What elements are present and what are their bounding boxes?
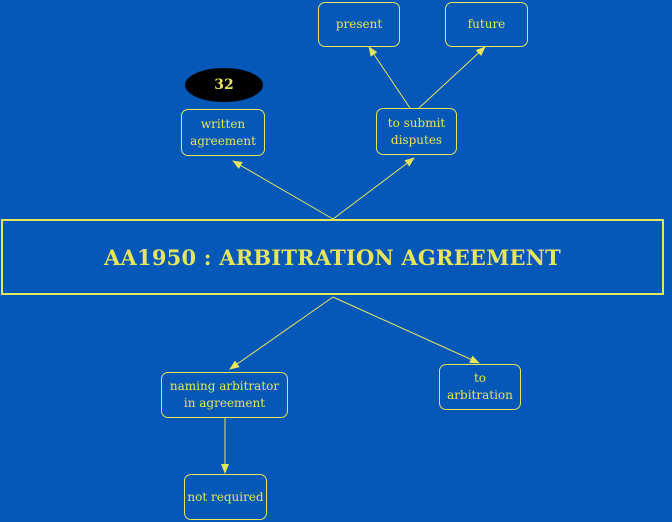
arrow-to-future <box>418 46 486 109</box>
arrow-to-present <box>368 46 411 109</box>
node-not-required[interactable]: not required <box>184 474 267 520</box>
arrow-to-arbitration <box>332 296 480 364</box>
node-present[interactable]: present <box>318 2 400 47</box>
node-future[interactable]: future <box>445 2 528 47</box>
node-to-arbitration[interactable]: to arbitration <box>439 364 521 410</box>
arrow-to-submit-disputes <box>332 157 415 220</box>
main-topic-title: AA1950 : ARBITRATION AGREEMENT <box>1 219 664 295</box>
node-written-agreement[interactable]: written agreement <box>181 109 265 156</box>
node-naming-arbitrator[interactable]: naming arbitrator in agreement <box>161 372 288 418</box>
node-to-submit-disputes[interactable]: to submit disputes <box>376 108 457 155</box>
step-number-badge: 32 <box>185 68 263 102</box>
arrow-to-written-agreement <box>232 160 334 220</box>
arrow-to-naming-arbitrator <box>229 296 334 370</box>
